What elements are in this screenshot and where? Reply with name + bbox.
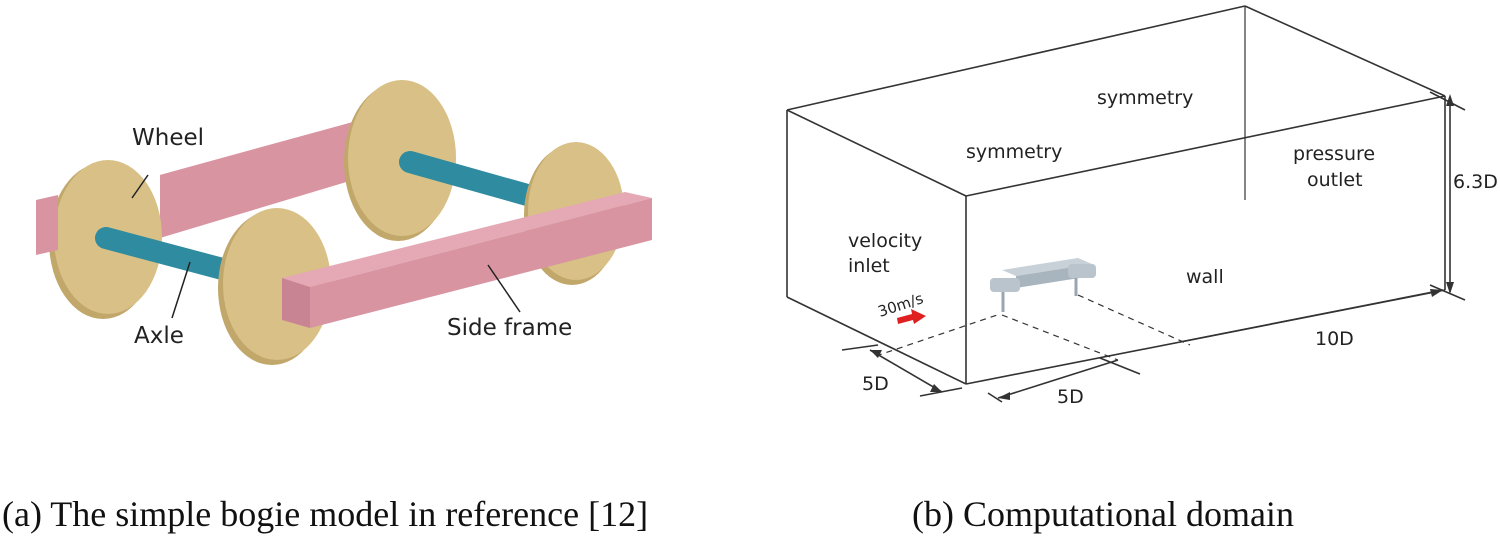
dimension-arrows (870, 94, 1454, 400)
label-symmetry-side: symmetry (966, 141, 1062, 163)
computational-domain (786, 5, 1466, 403)
label-velocity: velocity (848, 230, 922, 252)
label-axle: Axle (134, 323, 184, 349)
label-10d: 10D (1315, 328, 1354, 350)
figure-canvas: Wheel Axle Side frame (36, 5, 1498, 408)
wheel-front (218, 208, 331, 365)
label-height-6-3d: 6.3D (1453, 171, 1498, 193)
back-side-frame (160, 122, 380, 238)
axle-back (399, 151, 556, 211)
caption-b: (b) Computational domain (912, 494, 1294, 534)
label-5d-lateral: 5D (1057, 386, 1084, 408)
caption-a: (a) The simple bogie model in reference … (2, 494, 649, 534)
label-5d-upstream: 5D (862, 373, 889, 395)
label-outlet: outlet (1307, 169, 1363, 191)
label-pressure: pressure (1293, 143, 1375, 165)
label-inlet: inlet (848, 255, 890, 277)
bogie-model-small (990, 258, 1096, 312)
front-side-frame (282, 192, 652, 328)
label-wall: wall (1186, 266, 1224, 288)
label-wheel: Wheel (132, 125, 204, 151)
bogie-model: Wheel Axle Side frame (36, 80, 652, 365)
label-symmetry-top: symmetry (1097, 87, 1193, 109)
label-side-frame: Side frame (447, 315, 572, 341)
flow-arrow-icon (897, 309, 926, 324)
